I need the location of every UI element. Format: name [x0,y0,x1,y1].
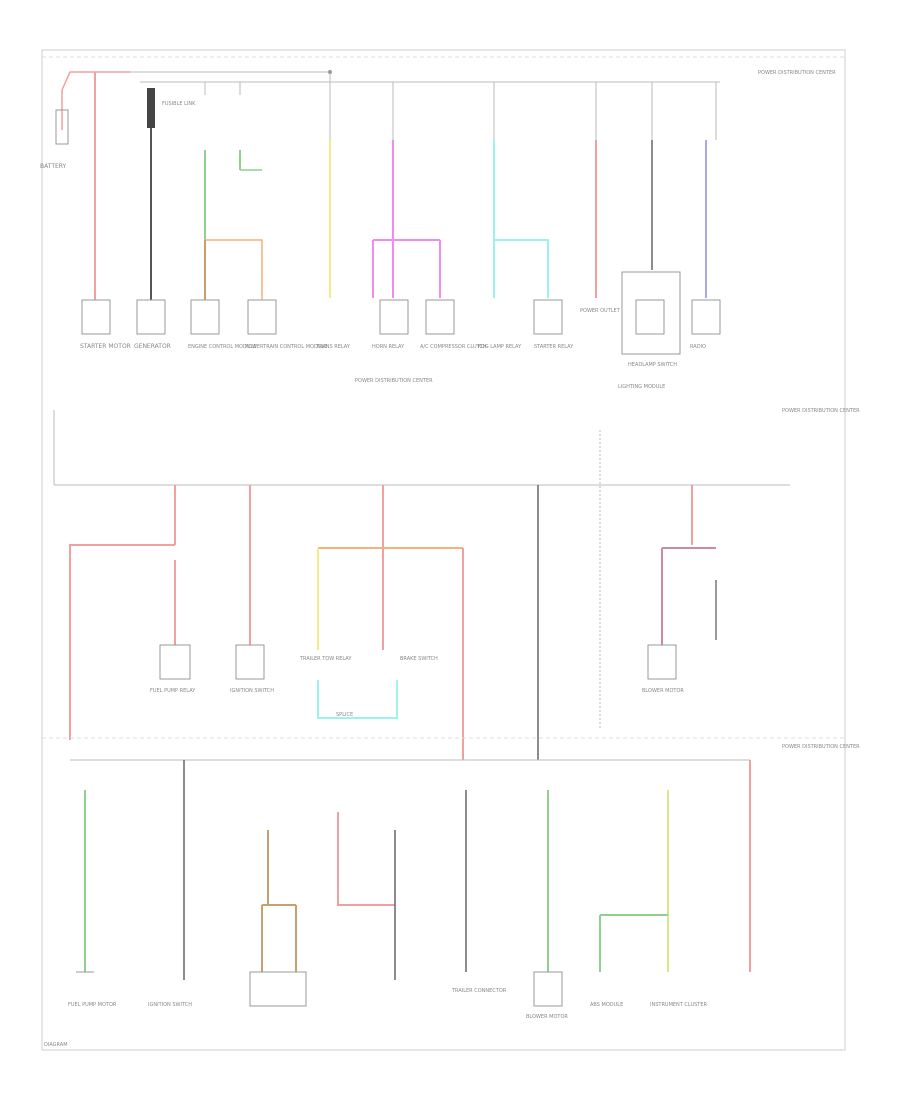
ecm-bridge-orange [205,239,263,300]
blower-motor-label: BLOWER MOTOR [526,1014,568,1020]
brake-switch-label: BRAKE SWITCH [400,656,438,662]
fuel-relay-loop [69,544,175,740]
blower-label: BLOWER MOTOR [642,688,684,694]
ecm-box-2 [247,299,277,335]
trailer-relay-label: TRAILER TOW RELAY [299,656,352,662]
pdc-bot-label: POWER DISTRIBUTION CENTER [782,744,860,750]
light-module-frame [621,271,681,355]
diagram-frame [41,49,846,1051]
ecm-box-1 [190,299,220,335]
trans-relay-label: TRANS RELAY [315,344,351,350]
ignition-switch-label: IGNITION SWITCH [230,688,274,694]
horn-relay-label: HORN RELAY [372,344,405,350]
fog-lamp-label: FOG LAMP RELAY [478,344,522,350]
fuel-pump-motor-label: FUEL PUMP MOTOR [68,1002,117,1008]
pdc-mid-label: POWER DISTRIBUTION CENTER [782,408,860,414]
horn-box [379,299,409,335]
fusible-link-label: FUSIBLE LINK [162,101,196,107]
power-outlet-label: POWER OUTLET [580,308,621,314]
trailer-loop-cyan [317,680,398,719]
blower-motor-box [533,971,563,1007]
battery-symbol [55,109,69,145]
starter-label: STARTER MOTOR [80,343,131,350]
blower-wire [661,547,716,645]
module-wires-brown [261,830,297,972]
starter-relay-box [533,299,563,335]
headlamp-switch-label: HEADLAMP SWITCH [628,362,677,368]
ecm-feed [204,81,241,95]
starter-relay-label: STARTER RELAY [534,344,574,350]
abs-branch [599,914,668,972]
module-box [249,971,307,1007]
battery-wire [61,71,95,130]
fuel-pump-relay-box [159,644,191,680]
bus-splice [328,70,332,74]
fuel-pump-relay-label: FUEL PUMP RELAY [150,688,196,694]
pdc-row-label: POWER DISTRIBUTION CENTER [355,378,433,384]
bottom-pink-loop [337,812,395,906]
radio-box [691,299,721,335]
abs-label: ABS MODULE [590,1002,623,1008]
radio-label: RADIO [690,344,706,350]
horn-wire-pink [372,140,441,298]
headlamp-switch-box [635,299,665,335]
ignition-switch-box [235,644,265,680]
ign-bottom-label: IGNITION SWITCH [148,1002,192,1008]
battery-label: BATTERY [40,163,67,170]
footer-label: DIAGRAM [44,1042,68,1048]
ac-box [425,299,455,335]
ac-label: A/C COMPRESSOR CLUTCH [420,344,487,350]
starter-box [81,299,111,335]
inst-cluster-label: INSTRUMENT CLUSTER [650,1002,708,1008]
fusible-link-symbol [147,88,155,128]
light-module-label: LIGHTING MODULE [618,384,665,390]
trailer-conn-label: TRAILER CONNECTOR [451,988,507,994]
generator-box [136,299,166,335]
generator-label: GENERATOR [134,343,171,350]
ecm-label-2: POWERTRAIN CONTROL MODULE [245,344,327,350]
blower-box [647,644,677,680]
pdc-top-label: POWER DISTRIBUTION CENTER [758,70,836,76]
splice-label: SPLICE [336,712,353,718]
ecm-label-1: ENGINE CONTROL MODULE [188,344,256,350]
fog-wire-cyan [493,140,549,298]
